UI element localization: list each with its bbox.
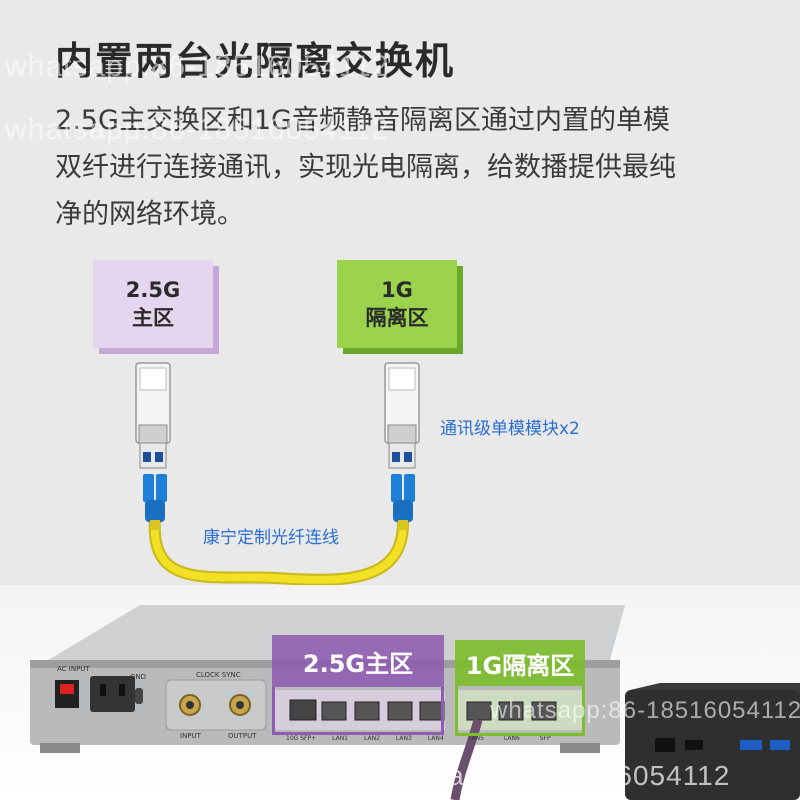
- port-label: LAN6: [503, 735, 520, 742]
- port-label: 10G SFP+: [286, 735, 317, 742]
- main-zone-box: 2.5G 主区: [93, 260, 219, 354]
- output-label: OUTPUT: [228, 732, 257, 740]
- port-label: LAN1: [332, 735, 348, 742]
- isolation-zone-box: 1G 隔离区: [337, 260, 463, 354]
- module-label: 通讯级单模模块x2: [440, 419, 580, 439]
- fiber-label: 康宁定制光纤连线: [203, 528, 339, 548]
- watermark-bottom: whatsapp:86-18516054112: [370, 760, 731, 791]
- watermark-top: whatsapp:86-18516054112: [5, 50, 390, 83]
- clock-sync-label: CLOCK SYNC: [196, 671, 241, 679]
- power-label: AC INPUT: [57, 665, 90, 673]
- description-line-1: 2.5G主交换区和1G音频静音隔离区通过内置的单模: [55, 105, 670, 136]
- isolation-zone-frame: [455, 686, 585, 736]
- port-label: LAN4: [427, 735, 444, 742]
- ground-label: GND: [130, 673, 147, 681]
- description-line-2: 双纤进行连接通讯，实现光电隔离，给数播提供最纯: [55, 152, 676, 183]
- main-zone-line1: 2.5G: [125, 278, 181, 302]
- port-label: LAN3: [395, 735, 412, 742]
- watermark-device: whatsapp:86-18516054112: [490, 697, 800, 724]
- description-line-3: 净的网络环境。: [55, 199, 244, 230]
- page-title: 内置两台光隔离交换机: [55, 39, 456, 83]
- port-label: LAN2: [364, 735, 380, 742]
- main-zone-line2: 主区: [132, 306, 174, 330]
- main-zone-tag: 2.5G主区: [272, 635, 444, 687]
- main-port-labels: 10G SFP+ LAN1 LAN2 LAN3 LAN4: [286, 735, 444, 742]
- isolation-zone-line1: 1G: [381, 278, 413, 302]
- iso-port-labels: LAN5 LAN6 SFP: [468, 735, 551, 742]
- port-label: LAN5: [468, 735, 484, 742]
- isolation-zone-tag: 1G隔离区: [455, 640, 585, 686]
- main-zone-frame: [272, 687, 444, 735]
- isolation-zone-line2: 隔离区: [365, 306, 429, 330]
- input-label: INPUT: [180, 732, 201, 740]
- watermark-mid: whatsapp:86-18516054112: [5, 113, 390, 146]
- port-label: SFP: [539, 735, 551, 742]
